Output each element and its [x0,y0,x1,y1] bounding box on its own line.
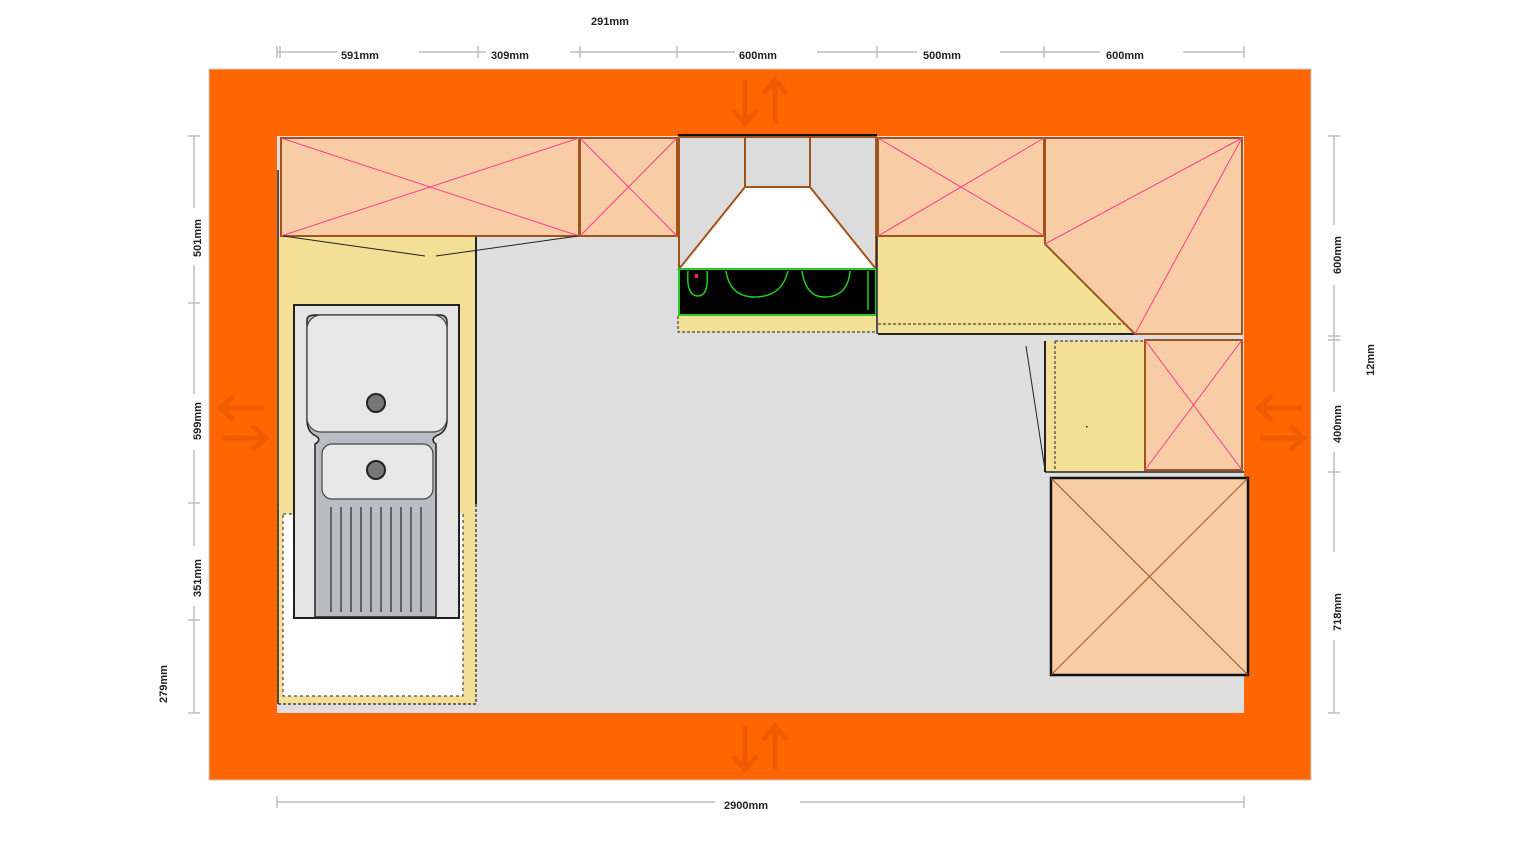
wall-cabinet-4[interactable] [1144,339,1243,471]
dim-top-1: 591mm [341,50,379,62]
top-dimension [276,46,1245,58]
door-arrows-icon [731,722,789,774]
right-countertop [878,236,1135,334]
corner-wall-cabinet[interactable] [1044,137,1243,335]
wall-cabinet-2[interactable] [579,137,678,237]
door-arrows-icon [731,76,789,128]
dim-right-1: 600mm [1332,236,1344,274]
window-arrows-icon [216,394,270,452]
dim-left-3: 351mm [192,559,204,597]
hob[interactable] [678,268,877,316]
dim-left-1: 501mm [192,219,204,257]
wall-cabinet-3[interactable] [877,137,1045,237]
tall-unit[interactable] [1049,476,1250,677]
dim-right-outer: 12mm [1365,344,1377,376]
left-dimension [188,135,200,714]
dim-top-3: 600mm [739,50,777,62]
hob-indicator-icon [695,274,698,278]
bottom-dimension [276,796,1245,808]
wall-cabinet-1[interactable] [280,137,580,237]
dim-right-2: 400mm [1332,405,1344,443]
window-arrows-icon [1254,394,1308,452]
dim-left-outer: 279mm [158,665,170,703]
dim-right-3: 718mm [1332,593,1344,631]
double-sink[interactable] [293,304,460,619]
dim-top-2: 309mm [491,50,529,62]
drain-icon [366,393,386,413]
cooker-hood[interactable] [676,134,879,270]
hob-countertop [678,316,876,332]
dim-top-5: 600mm [1106,50,1144,62]
dim-top-4: 500mm [923,50,961,62]
right-dimension [1328,135,1340,714]
right-middle-countertop [1046,341,1144,472]
drain-icon [366,460,386,480]
dim-left-2: 599mm [192,402,204,440]
dim-bottom-total: 2900mm [724,800,768,812]
dim-top-overall: 291mm [591,16,629,28]
